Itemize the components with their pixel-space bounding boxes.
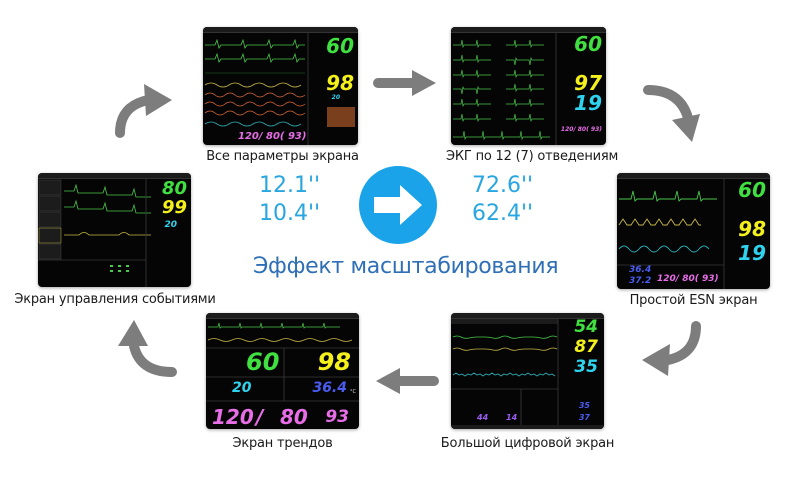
hr-value: 60	[326, 34, 354, 58]
spo2-value: 98	[738, 217, 766, 241]
etco2-value-b: 14	[506, 413, 518, 422]
curved-arrow-up-left-icon	[118, 320, 177, 377]
status-bar	[617, 173, 770, 179]
temp2-value: 37	[578, 413, 590, 422]
arrow-right-icon	[373, 70, 436, 96]
waveforms	[617, 179, 725, 289]
spo2-value: 97	[574, 71, 602, 95]
status-bar	[38, 173, 191, 179]
hr-value: 60	[246, 348, 280, 376]
resp-value: 35	[574, 357, 598, 377]
hr-value: 60	[738, 178, 766, 202]
curved-arrow-down-right-icon	[643, 85, 700, 142]
nibp-map: 93	[325, 407, 349, 427]
screen-trends[interactable]: 60 98 20 36.4 °C 120 / 80 93	[206, 313, 359, 429]
arrow-right-circle-icon	[359, 166, 437, 244]
waveforms	[206, 322, 359, 402]
size-62-4: 62.4''	[472, 201, 534, 226]
waveforms	[38, 179, 151, 287]
screen-events[interactable]: 80 99 20	[38, 173, 191, 287]
temp1-value: 35	[578, 401, 590, 410]
resp-value: 20	[164, 220, 177, 230]
caption-events: Экран управления событиями	[14, 292, 216, 307]
nibp-sep: /	[256, 405, 264, 429]
screen-ecg-12-lead[interactable]: 60 97 19 120/ 80( 93)	[451, 27, 606, 145]
caption-ecg-12-lead: ЭКГ по 12 (7) отведениям	[446, 149, 619, 164]
nibp-diastolic: 80	[280, 405, 308, 429]
temp-value: 36.4	[312, 380, 347, 396]
spo2-value: 99	[161, 197, 187, 218]
caption-trends: Экран трендов	[232, 436, 333, 451]
hr-value: 80	[161, 178, 187, 199]
screen-all-params[interactable]: 60 98 20 120/ 80( 93)	[203, 27, 358, 145]
etco2-value-a: 44	[477, 413, 489, 422]
caption-big-digits: Большой цифровой экран	[440, 436, 615, 451]
status-bar	[206, 313, 359, 319]
source-sizes: 12.1'' 10.4''	[259, 172, 320, 228]
status-bar	[203, 27, 358, 33]
screen-big-digits[interactable]: 54 87 35 35 37 44 14	[451, 313, 604, 429]
nibp-systolic: 120	[212, 405, 254, 429]
waveforms	[451, 319, 604, 429]
hr-value: 60	[574, 32, 602, 56]
status-bar	[451, 313, 604, 319]
size-12-1: 12.1''	[259, 173, 321, 198]
hr-value: 54	[574, 317, 598, 337]
target-sizes: 72.6'' 62.4''	[472, 172, 533, 228]
screen-esn[interactable]: 60 98 19 36.4 37.2 120/ 80( 93)	[617, 173, 770, 289]
size-72-6: 72.6''	[472, 173, 534, 198]
spo2-value: 98	[317, 348, 351, 376]
curved-arrow-up-right-icon	[115, 84, 172, 138]
caption-all-params: Все параметры экрана	[206, 149, 359, 164]
temp-unit: °C	[350, 389, 356, 395]
resp-value: 19	[738, 241, 766, 265]
resp-value: 20	[232, 380, 252, 396]
spo2-value: 87	[574, 337, 598, 357]
waveforms	[453, 33, 557, 145]
size-10-4: 10.4''	[259, 201, 321, 226]
waveforms	[204, 33, 355, 145]
temp2-value: 37.2	[629, 276, 652, 286]
scaling-effect-title: Эффект масштабирования	[253, 254, 559, 279]
curved-arrow-down-left-icon	[642, 321, 701, 376]
temp1-value: 36.4	[629, 265, 652, 275]
resp-value: 19	[574, 91, 602, 115]
nibp-value: 120/ 80( 93)	[238, 131, 307, 142]
nibp-value: 120/ 80( 93)	[657, 274, 719, 284]
status-bar	[451, 27, 606, 33]
nibp-value: 120/ 80( 93)	[560, 126, 602, 133]
caption-esn: Простой ESN экран	[629, 293, 758, 308]
spo2-value: 98	[326, 71, 354, 95]
arrow-left-icon	[376, 368, 439, 394]
resp-value: 20	[331, 94, 340, 101]
